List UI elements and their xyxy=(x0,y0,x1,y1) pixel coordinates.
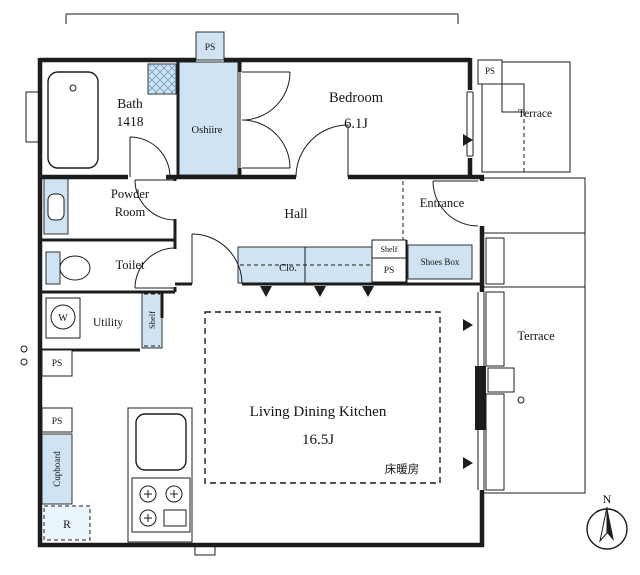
ps-left-lower-label: PS xyxy=(52,417,63,427)
compass: N xyxy=(586,492,628,550)
ps-top-right-label: PS xyxy=(485,66,495,76)
terrace-top-label: Terrace xyxy=(518,108,552,120)
closet-label: Clo. xyxy=(279,263,297,274)
pipe-dot-1 xyxy=(20,345,28,353)
hall-shelf-label: Shelf xyxy=(381,245,398,254)
entrance-label: Entrance xyxy=(420,196,465,210)
toilet-label: Toilet xyxy=(116,258,146,272)
ldk-label: Living Dining Kitchen xyxy=(250,404,387,420)
pipe-space-top xyxy=(195,31,225,61)
terrace-areas xyxy=(477,59,586,494)
terrace-right-label: Terrace xyxy=(517,329,555,343)
labels: Bath 1418 Oshiire PS PS Bedroom 6.1J Ter… xyxy=(52,43,555,531)
service-boxes xyxy=(41,239,407,433)
corridor-grating xyxy=(485,237,505,285)
door-arcs xyxy=(129,71,479,289)
utility-label: Utility xyxy=(93,317,123,329)
refrigerator-space xyxy=(43,505,91,541)
terrace-grating-upper xyxy=(485,291,505,367)
grill xyxy=(163,509,187,527)
corridor-terrace-outline xyxy=(482,177,586,494)
burner-2 xyxy=(165,485,183,503)
context-lines xyxy=(20,13,459,556)
ps-left-upper-box xyxy=(41,349,73,377)
bathtub-drain xyxy=(69,84,77,92)
shoes-box-label: Shoes Box xyxy=(421,257,460,267)
ps-top-label: PS xyxy=(205,43,216,53)
compass-needle-dark xyxy=(607,507,614,541)
compass-north-label: N xyxy=(603,492,612,506)
terrace-drain xyxy=(517,396,525,404)
pipe-space-top-right xyxy=(477,59,503,85)
floor-heating-area xyxy=(204,311,441,484)
shoes-box xyxy=(407,244,473,280)
stove xyxy=(131,477,191,533)
ps-left-lower-box xyxy=(41,407,73,433)
fixtures xyxy=(45,71,193,543)
compass-needle-light xyxy=(599,506,608,543)
powder-room-label-1: Powder xyxy=(111,187,150,201)
cupboard-label: Cupboard xyxy=(52,451,62,487)
ps-left-upper-label: PS xyxy=(52,359,63,369)
bath-counter-hatch-lines xyxy=(148,64,176,94)
bedroom-label: Bedroom xyxy=(329,90,384,106)
toilet-tank xyxy=(45,251,61,285)
terrace-grating-lower xyxy=(485,393,505,491)
washer-label: W xyxy=(58,313,68,324)
burner-3 xyxy=(139,509,157,527)
kitchen-sink xyxy=(135,413,187,471)
kitchen-counter xyxy=(127,407,193,543)
washer-drum xyxy=(50,304,76,330)
hall-label: Hall xyxy=(284,206,307,221)
cupboard xyxy=(41,433,73,505)
wall-pier xyxy=(475,366,486,430)
evacuation-hatch xyxy=(487,367,515,393)
bedroom-size-label: 6.1J xyxy=(344,116,368,132)
dashed-details xyxy=(144,181,441,484)
vanity-basin xyxy=(47,193,65,221)
oshiire-label: Oshiire xyxy=(192,125,223,136)
exterior-walls xyxy=(37,57,485,548)
bath-label: Bath xyxy=(117,96,143,111)
washer-pan xyxy=(45,297,81,339)
windows xyxy=(466,91,485,490)
terrace-top-outline xyxy=(481,61,571,173)
powder-room-label-2: Room xyxy=(115,205,146,219)
bath-size-label: 1418 xyxy=(117,114,144,129)
hall-ps-box xyxy=(371,257,407,283)
burner-marks xyxy=(144,490,178,522)
oshiire-closet xyxy=(177,61,239,176)
walls xyxy=(37,57,486,548)
refrigerator-label: R xyxy=(63,519,71,531)
utility-shelf-label: Shelf xyxy=(147,311,157,329)
toilet-bowl xyxy=(59,255,91,281)
neighbor-outline-top xyxy=(65,13,459,24)
pipe-dot-2 xyxy=(20,358,28,366)
floor-heating-label: 床暖房 xyxy=(385,462,420,476)
ps-hall-label: PS xyxy=(384,266,395,276)
ldk-size-label: 16.5J xyxy=(302,432,334,448)
interior-walls xyxy=(40,60,482,352)
burner-1 xyxy=(139,485,157,503)
utility-shelf-dashes xyxy=(144,293,160,347)
bathtub xyxy=(47,71,99,169)
